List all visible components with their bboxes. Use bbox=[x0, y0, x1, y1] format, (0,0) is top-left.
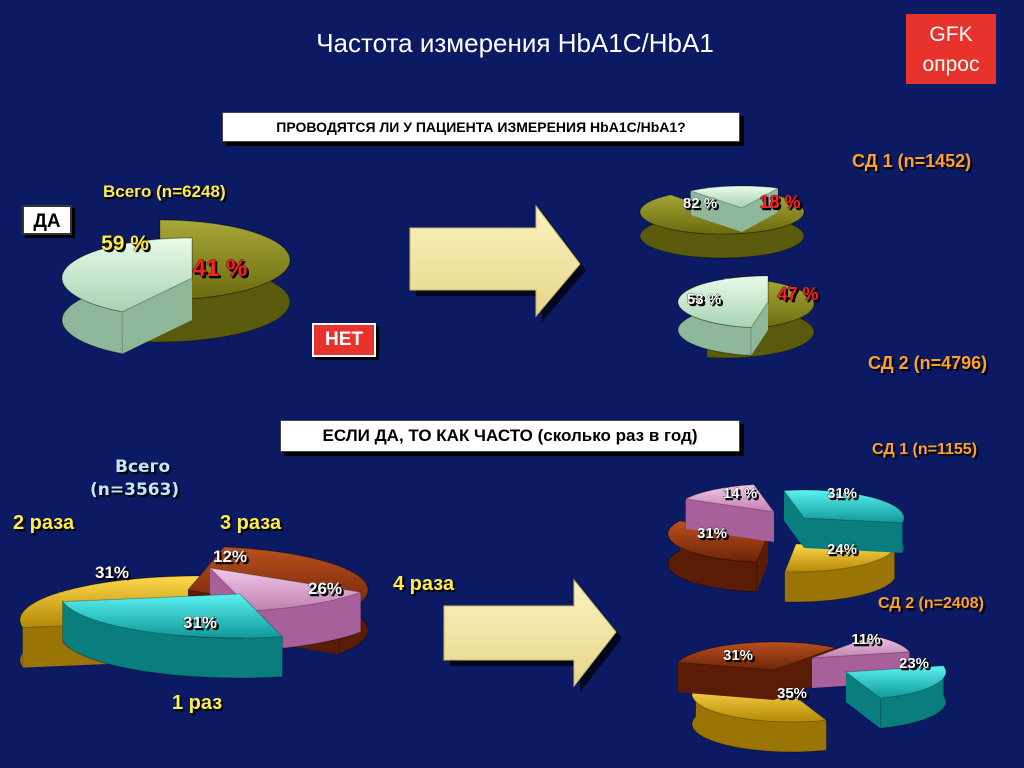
pie5-label-shadow-4: 31% bbox=[829, 487, 859, 504]
pie5-label-2: 31% bbox=[697, 525, 727, 542]
pie2-label-2: 18 % bbox=[759, 192, 800, 212]
gfk-badge: GFK опрос bbox=[906, 14, 996, 84]
pie6-label-4: 23% bbox=[899, 655, 929, 672]
pie-chart-4: 31%31%31%31%12%12%26%26% bbox=[19, 546, 369, 679]
pie2-label-shadow-2: 18 % bbox=[761, 194, 802, 214]
pie-chart-2: 82 %82 %18 %18 % bbox=[639, 185, 805, 259]
pie3-label-shadow-2: 47 % bbox=[779, 286, 820, 306]
pie4-label-shadow-1: 31% bbox=[185, 615, 219, 634]
pie-chart-6: 35%35%31%31%11%11%23%23% bbox=[676, 631, 947, 753]
pie6-label-3: 11% bbox=[851, 631, 880, 648]
label-times-4: 4 раза bbox=[393, 573, 455, 595]
pies-layer: 59 %59 %41 %41 %82 %82 %18 %18 %53 %53 %… bbox=[19, 185, 947, 753]
arrow-bottom bbox=[443, 578, 622, 692]
pie5-slice-4 bbox=[782, 489, 905, 555]
pie5-label-shadow-2: 31% bbox=[699, 527, 729, 544]
pie1-label-2: 41 % bbox=[193, 255, 248, 282]
pie4-slice-4 bbox=[61, 593, 284, 679]
pie4-label-2: 31% bbox=[95, 563, 129, 582]
question-2: ЕСЛИ ДА, ТО КАК ЧАСТО (сколько раз в год… bbox=[280, 420, 740, 452]
pie3-label-shadow-1: 53 % bbox=[689, 293, 723, 310]
question-1: ПРОВОДЯТСЯ ЛИ У ПАЦИЕНТА ИЗМЕРЕНИЯ HbA1C… bbox=[222, 112, 740, 142]
label-times-2: 2 раза bbox=[13, 512, 75, 534]
pie2-label-shadow-1: 82 % bbox=[685, 197, 719, 214]
pie6-label-shadow-4: 23% bbox=[901, 657, 931, 674]
pie4-label-shadow-3: 12% bbox=[215, 549, 249, 568]
pie1-slice-2 bbox=[61, 237, 193, 355]
pie6-label-shadow-3: 11% bbox=[853, 633, 882, 650]
gfk-badge-line2: опрос bbox=[922, 53, 980, 76]
pie2-title: СД 1 (n=1452) bbox=[852, 151, 972, 171]
pie5-slice-3 bbox=[684, 484, 776, 542]
pie4-label-shadow-4: 26% bbox=[310, 581, 344, 600]
page-title: Частота измерения HbA1C/HbA1 bbox=[316, 28, 714, 58]
pie3-label-1: 53 % bbox=[687, 291, 721, 308]
arrow-top bbox=[409, 204, 586, 322]
pie3-slice-2 bbox=[677, 275, 769, 357]
pie6-label-2: 31% bbox=[723, 647, 753, 664]
pie1-label-1: 59 % bbox=[101, 232, 149, 255]
pie5-label-shadow-1: 24% bbox=[829, 543, 859, 560]
pie-chart-5: 24%24%31%31%14 %14 %31%31% bbox=[667, 484, 905, 603]
pie1-title: Всего (n=6248) bbox=[103, 182, 226, 201]
label-times-1: 1 раз bbox=[172, 692, 223, 714]
pie6-label-shadow-1: 35% bbox=[779, 687, 809, 704]
pie5-label-3: 14 % bbox=[723, 485, 757, 502]
pie4-label-3: 12% bbox=[213, 547, 247, 566]
pie2-slice-2 bbox=[688, 185, 780, 232]
pie5-label-4: 31% bbox=[827, 485, 857, 502]
pie4-label-4: 26% bbox=[308, 579, 342, 598]
pie6-label-shadow-2: 31% bbox=[725, 649, 755, 666]
label-times-3: 3 раза bbox=[220, 512, 282, 534]
pie6-label-1: 35% bbox=[777, 685, 807, 702]
pie5-title: СД 1 (n=1155) bbox=[872, 441, 978, 458]
pie5-label-shadow-3: 14 % bbox=[725, 487, 759, 504]
pie4-label-shadow-2: 31% bbox=[97, 565, 131, 584]
pie-chart-3: 53 %53 %47 %47 % bbox=[677, 275, 821, 359]
pie4-title-line1: Всего bbox=[115, 457, 171, 477]
gfk-badge-line1: GFK bbox=[929, 23, 973, 46]
pie4-title-line2: (n=3563) bbox=[90, 480, 180, 500]
pie3-label-2: 47 % bbox=[777, 284, 818, 304]
tag-yes: ДА bbox=[22, 205, 72, 235]
pie6-slice-2 bbox=[676, 641, 837, 700]
pie6-slice-4 bbox=[844, 664, 947, 729]
pie2-label-1: 82 % bbox=[683, 195, 717, 212]
pie6-title: СД 2 (n=2408) bbox=[878, 595, 984, 612]
pie4-label-1: 31% bbox=[183, 613, 217, 632]
pie1-label-shadow-2: 41 % bbox=[195, 257, 250, 284]
pie-chart-1: 59 %59 %41 %41 % bbox=[61, 219, 291, 355]
tag-no: НЕТ bbox=[312, 323, 376, 357]
pie5-label-1: 24% bbox=[827, 541, 857, 558]
pie3-title: СД 2 (n=4796) bbox=[868, 353, 988, 373]
pie1-label-shadow-1: 59 % bbox=[103, 234, 151, 257]
